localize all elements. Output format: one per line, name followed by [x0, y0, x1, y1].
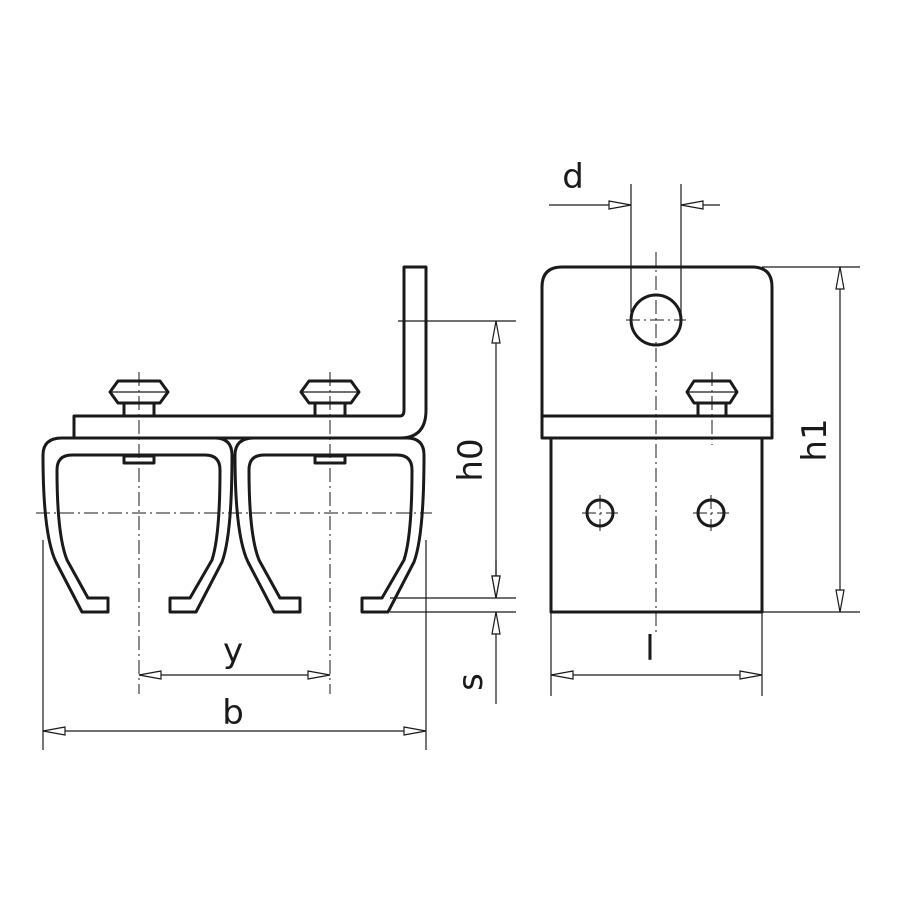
label-y: y [223, 631, 243, 671]
front-view [36, 265, 516, 750]
top-plate [540, 265, 774, 418]
left-rail-channel [41, 436, 234, 614]
label-s: s [451, 673, 491, 691]
label-d: d [562, 157, 584, 197]
label-h1: h1 [795, 418, 835, 461]
label-l: l [645, 629, 654, 669]
label-h0: h0 [451, 438, 491, 481]
side-view [540, 184, 860, 696]
right-rail-channel [233, 436, 426, 614]
label-b: b [222, 693, 244, 733]
flange-band [540, 414, 774, 440]
l-bracket [72, 265, 428, 440]
